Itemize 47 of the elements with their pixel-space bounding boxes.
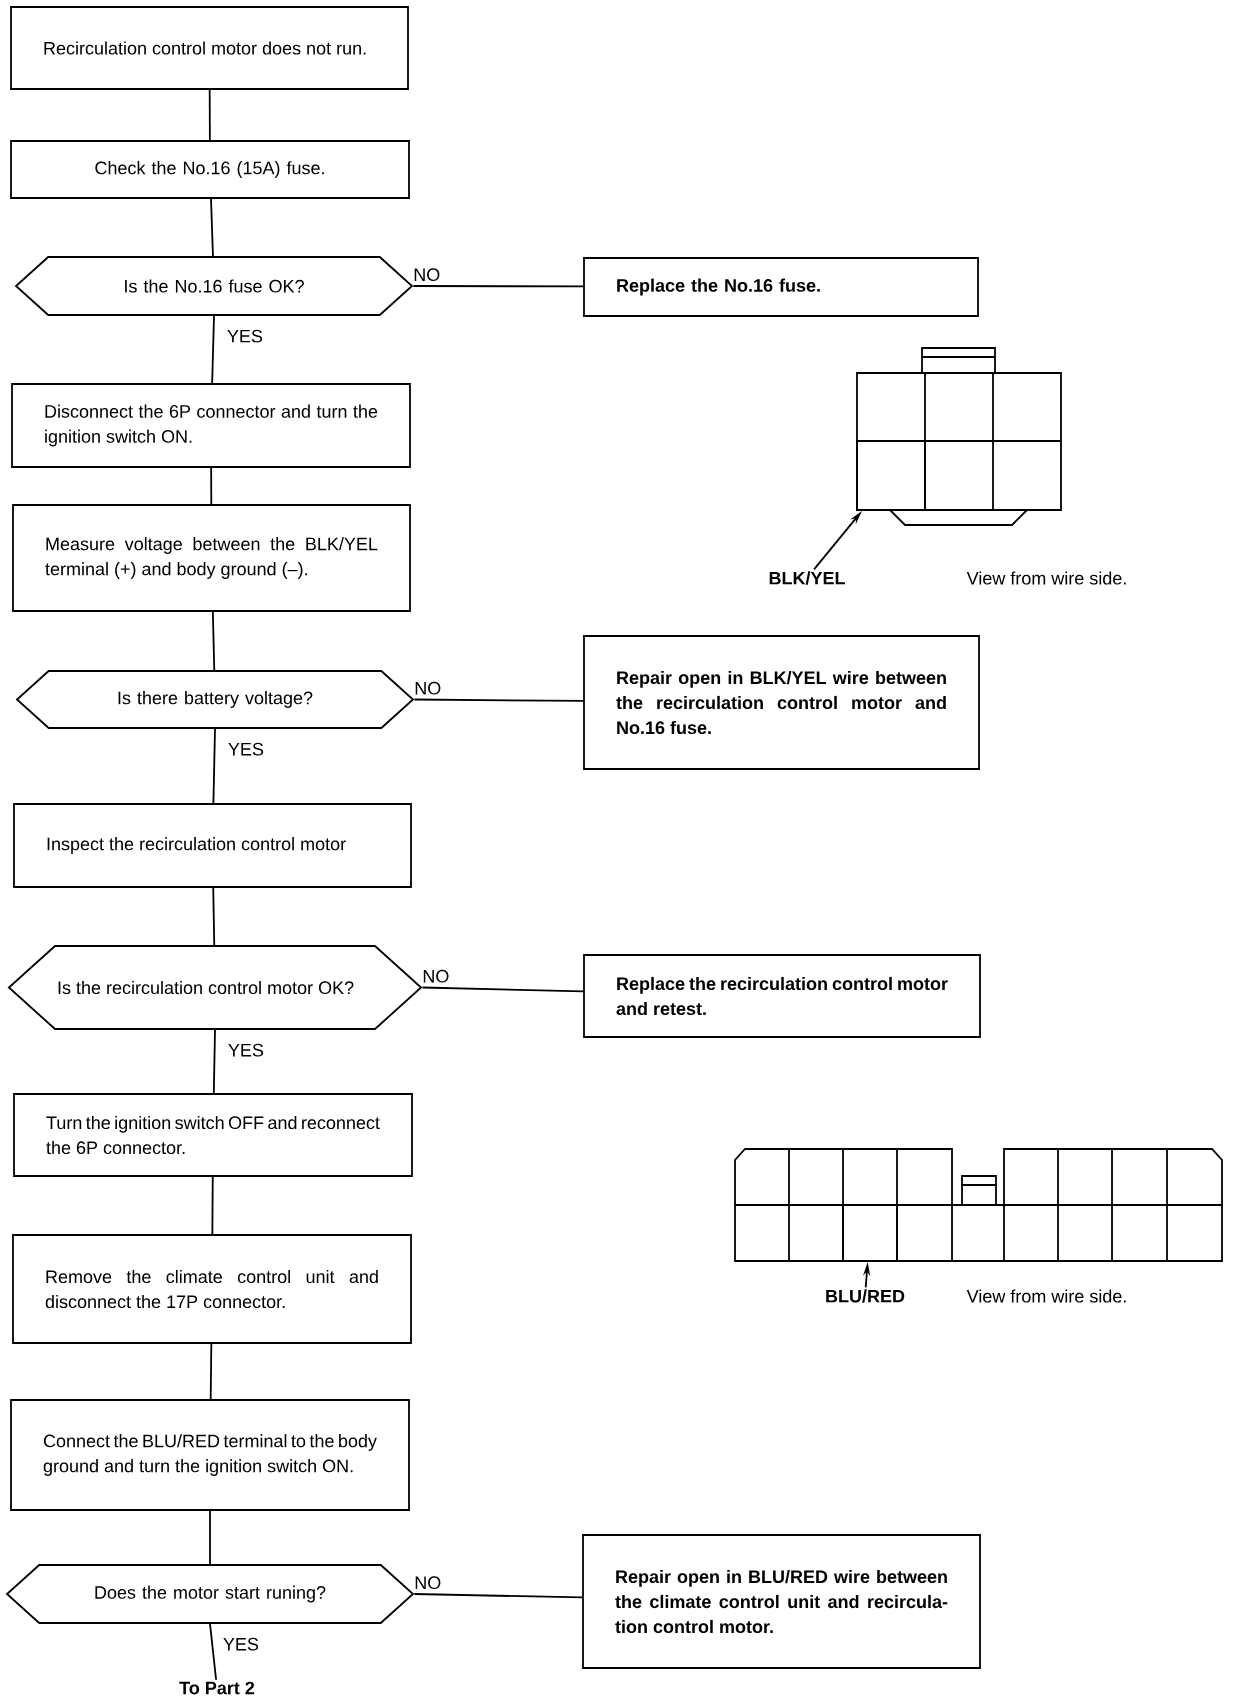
terminal-cell	[856, 440, 926, 511]
process-box: Turn the ignition switch OFF and reconnect the 6P connector.	[13, 1093, 413, 1177]
connector-line	[412, 285, 584, 288]
connector-line	[210, 467, 213, 505]
edge-label: YES	[226, 1042, 265, 1058]
process-box: Remove the climate control unit and disconnect the 17P connector.	[12, 1234, 412, 1344]
decision-hexagon: Is the No.16 fuse OK?	[14, 256, 414, 316]
connector-line	[413, 1593, 583, 1599]
edge-label: NO	[413, 680, 443, 696]
connector-line	[212, 1029, 216, 1094]
decision-hexagon: Does the motor start runing?	[5, 1564, 415, 1624]
callout-text: BLK/YEL	[769, 571, 845, 585]
caption-text: View from wire side.	[966, 1289, 1126, 1303]
edge-label: YES	[221, 1636, 260, 1652]
result-box: Replace the recirculation control motor and retest.	[583, 954, 981, 1038]
connector-line	[211, 315, 215, 384]
connector-line	[212, 887, 216, 946]
result-box: Replace the No.16 fuse.	[583, 257, 979, 317]
process-box: Inspect the recirculation control motor	[13, 803, 412, 888]
process-box: Connect the BLU/RED terminal to the body ground and turn the ignition switch ON.	[10, 1399, 410, 1511]
edge-label: YES	[226, 741, 265, 757]
result-box: Repair open in BLK/YEL wire between the recirculation control motor and No.16 fuse.	[583, 635, 980, 770]
terminal-cell	[842, 1204, 898, 1262]
connector-line	[413, 698, 584, 702]
edge-label: NO	[421, 968, 451, 984]
callout-text: BLU/RED	[826, 1289, 905, 1303]
connector-line	[211, 611, 216, 671]
connector-line	[209, 1343, 213, 1400]
edge-label: NO	[413, 1575, 443, 1591]
edge-label: YES	[225, 328, 264, 344]
process-box: Disconnect the 6P connector and turn the ignition switch ON.	[11, 383, 411, 468]
caption-text: View from wire side.	[966, 571, 1126, 585]
process-box: Measure voltage between the BLK/YEL terminal (+) and body ground (–).	[12, 504, 411, 612]
process-box: Check the No.16 (15A) fuse.	[10, 140, 410, 199]
connector-line	[208, 89, 211, 141]
connector-line	[210, 198, 214, 257]
edge-label: NO	[412, 267, 442, 283]
connector-line	[209, 1510, 211, 1565]
decision-hexagon: Is the recirculation control motor OK?	[7, 945, 423, 1030]
callout-text: To Part 2	[179, 1681, 255, 1695]
decision-hexagon: Is there battery voltage?	[15, 670, 415, 729]
connector-line	[212, 728, 216, 804]
result-box: Repair open in BLU/RED wire between the climate control unit and recircula-tion control motor.	[582, 1534, 981, 1669]
connector-line	[209, 1623, 217, 1681]
connector-line	[421, 986, 584, 993]
connector-line	[211, 1176, 214, 1235]
process-box: Recirculation control motor does not run.	[10, 6, 409, 90]
